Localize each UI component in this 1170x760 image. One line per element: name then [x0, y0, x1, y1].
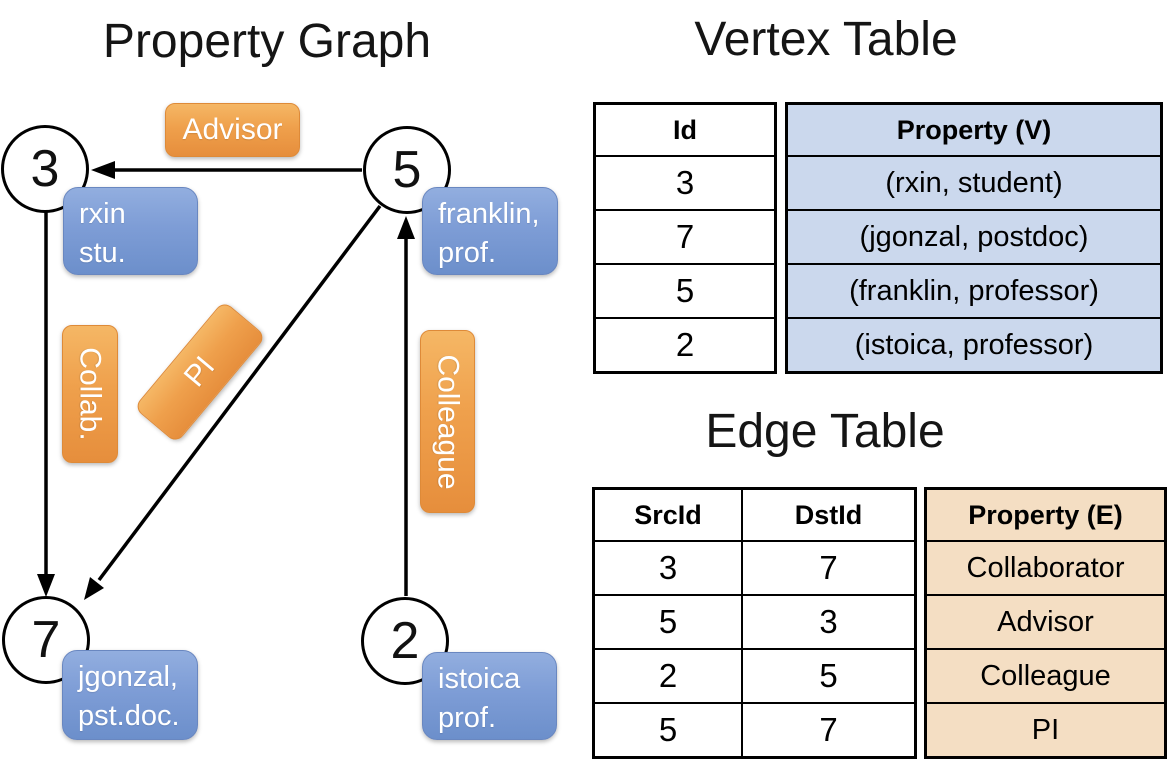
- edge-table-cell-srcid: 5: [595, 702, 743, 756]
- edge-table-cell-dstid: 5: [743, 648, 914, 702]
- vertex-table-title: Vertex Table: [694, 13, 958, 66]
- edge-table-property-column: Property (E) Collaborator Advisor Collea…: [924, 487, 1167, 759]
- vertex-table-property-column: Property (V) (rxin, student) (jgonzal, p…: [785, 102, 1163, 374]
- edge-table-cell-dstid: 3: [743, 594, 914, 648]
- property-graph-title: Property Graph: [102, 15, 432, 68]
- vertex-label-franklin: franklin, prof.: [422, 187, 558, 275]
- vertex-label-istoica: istoica prof.: [422, 652, 557, 740]
- edge-table-header-srcid: SrcId: [595, 490, 743, 540]
- vertex-table-header-id: Id: [673, 114, 697, 145]
- vertex-table-cell-id: 3: [596, 155, 774, 209]
- edge-table-cell-srcid: 2: [595, 648, 743, 702]
- edge-table-cell-dstid: 7: [743, 702, 914, 756]
- vertex-label-line1: rxin: [79, 198, 126, 230]
- edge-table-header-dstid: DstId: [794, 499, 863, 530]
- edge-table-header-property: Property (E): [927, 490, 1164, 540]
- edge-table-cell-srcid: 3: [595, 540, 743, 594]
- edge-table-id-columns: SrcId DstId 3 7 5 3 2 5 5 7: [592, 487, 917, 759]
- vertex-table-cell-property: (istoica, professor): [788, 317, 1160, 371]
- node-id-label: 5: [392, 141, 422, 199]
- vertex-table-cell-property: (rxin, student): [788, 155, 1160, 209]
- arrowhead-icon: [37, 574, 55, 597]
- edge-label-text: PI: [177, 350, 222, 394]
- vertex-label-rxin: rxin stu.: [63, 187, 198, 275]
- vertex-label-line2: prof.: [438, 701, 497, 734]
- edge-table-cell-dstid: 7: [743, 540, 914, 594]
- edge-label-text: Collab.: [74, 347, 108, 441]
- vertex-label-line2: pst.doc.: [78, 699, 180, 732]
- edge-table-cell-property: Collaborator: [927, 540, 1164, 594]
- edge-label-collab: Collab.: [62, 325, 118, 463]
- edge-label-advisor: Advisor: [165, 103, 300, 157]
- vertex-table-cell-property: (franklin, professor): [788, 263, 1160, 317]
- vertex-label-line1: jgonzal,: [78, 661, 178, 693]
- arrowhead-icon: [397, 216, 415, 239]
- vertex-table-cell-id: 5: [596, 263, 774, 317]
- vertex-table-cell-id: 2: [596, 317, 774, 371]
- node-id-label: 7: [31, 611, 61, 669]
- vertex-label-jgonzal: jgonzal, pst.doc.: [62, 650, 198, 740]
- vertex-label-line2: prof.: [438, 236, 497, 269]
- edge-table-cell-property: PI: [927, 702, 1164, 756]
- vertex-table-header-property: Property (V): [788, 105, 1160, 155]
- vertex-table-cell-id: 7: [596, 209, 774, 263]
- edge-label-text: Advisor: [182, 113, 283, 146]
- edge-line-pi: [97, 204, 382, 582]
- arrowhead-icon: [84, 577, 104, 600]
- edge-table-cell-srcid: 5: [595, 594, 743, 648]
- vertex-label-line1: franklin,: [438, 198, 540, 230]
- graph-node-2: 2: [361, 597, 449, 685]
- graph-edges-layer: [37, 161, 415, 600]
- edge-table-title: Edge Table: [705, 405, 945, 458]
- node-id-label: 3: [30, 140, 60, 198]
- vertex-table-cell-property: (jgonzal, postdoc): [788, 209, 1160, 263]
- vertex-table-id-column: Id 3 7 5 2: [593, 102, 777, 374]
- edge-label-colleague: Colleague: [420, 330, 475, 513]
- node-id-label: 2: [390, 612, 420, 670]
- edge-table-cell-property: Colleague: [927, 648, 1164, 702]
- vertex-label-line1: istoica: [438, 663, 521, 695]
- edge-table-cell-property: Advisor: [927, 594, 1164, 648]
- arrowhead-icon: [91, 161, 115, 179]
- vertex-label-line2: stu.: [79, 236, 126, 269]
- edge-label-text: Colleague: [431, 353, 465, 490]
